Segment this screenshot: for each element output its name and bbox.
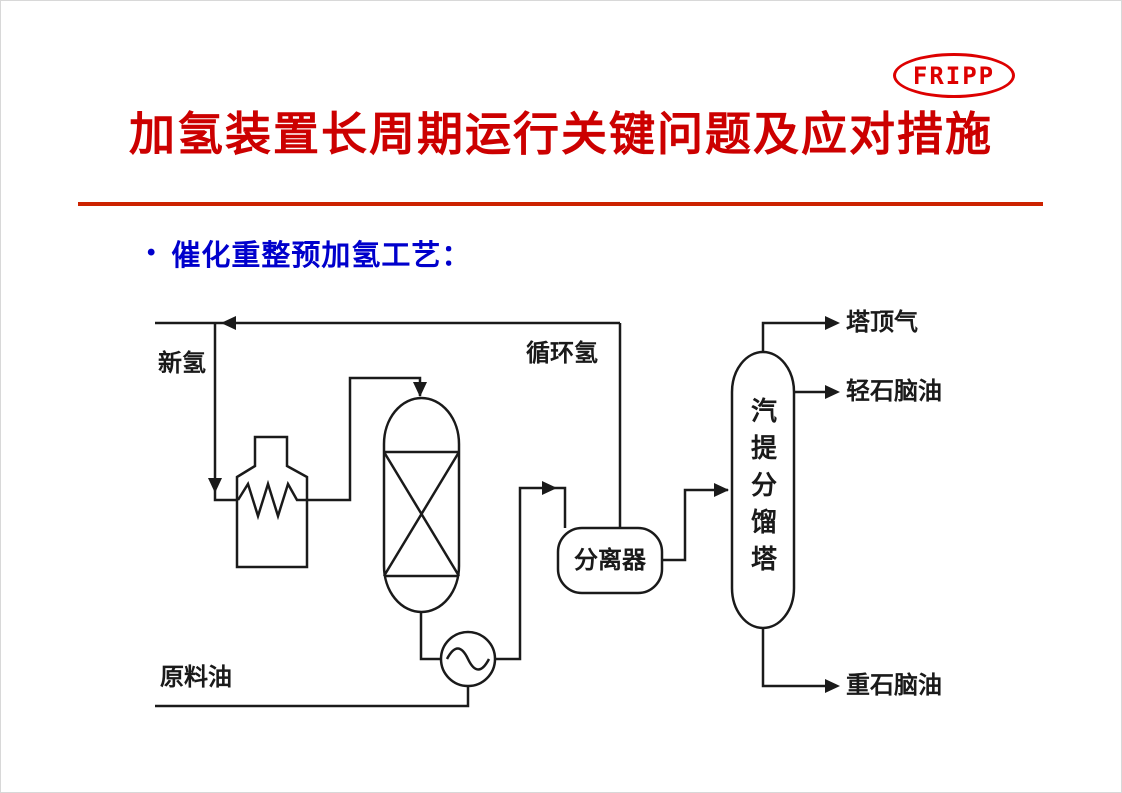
label-feed-oil: 原料油	[160, 664, 232, 691]
exchanger-to-separator-line	[495, 486, 567, 661]
fresh-hydrogen-line	[213, 323, 238, 502]
label-recycle-hydrogen: 循环氢	[526, 340, 598, 367]
label-heavy-naphtha: 重石脑油	[846, 672, 942, 699]
reactor-vessel	[382, 396, 461, 614]
fripp-logo: FRIPP	[893, 53, 1015, 98]
reactor-bed-cross-icon	[382, 450, 461, 578]
arrow-left-recycle-icon	[221, 316, 236, 330]
arrow-right-heavy-naphtha-icon	[825, 679, 840, 693]
overhead-gas-line	[761, 321, 832, 352]
arrow-right-overhead-gas-icon	[825, 316, 840, 330]
bullet-icon: •	[147, 239, 156, 266]
feed-oil-line	[155, 686, 470, 708]
label-light-naphtha: 轻石脑油	[846, 378, 942, 405]
arrow-right-column-icon	[714, 483, 729, 497]
bullet-item: • 催化重整预加氢工艺：	[147, 232, 471, 274]
label-fresh-hydrogen: 新氢	[158, 350, 206, 377]
furnace-coil-icon	[236, 479, 307, 521]
heavy-naphtha-line	[761, 628, 832, 688]
furnace-shape	[235, 435, 309, 569]
arrow-down-reactor-icon	[413, 382, 427, 397]
fripp-logo-text: FRIPP	[912, 61, 996, 90]
label-stripper-column: 汽提分馏塔	[747, 396, 778, 582]
heat-exchanger-wave-icon	[445, 647, 491, 671]
reactor-outlet-line	[419, 612, 441, 661]
page-title: 加氢装置长周期运行关键问题及应对措施	[129, 109, 993, 160]
label-separator: 分离器	[574, 547, 646, 574]
bullet-text: 催化重整预加氢工艺：	[171, 240, 472, 272]
arrow-down-furnace-icon	[208, 478, 222, 493]
arrow-right-separator-icon	[542, 481, 557, 495]
arrow-right-light-naphtha-icon	[825, 385, 840, 399]
label-overhead-gas: 塔顶气	[846, 309, 918, 336]
separator-to-column-line	[662, 488, 728, 562]
title-divider	[78, 202, 1043, 206]
